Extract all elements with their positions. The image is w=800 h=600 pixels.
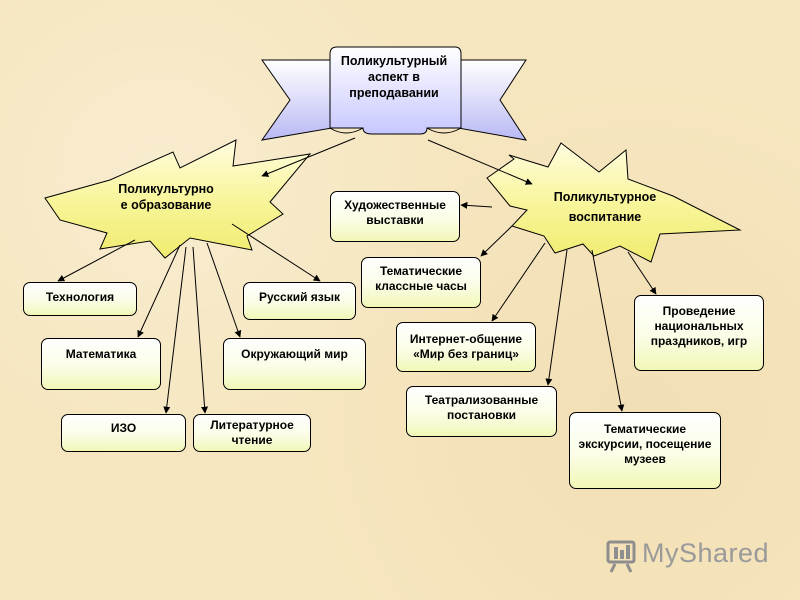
ribbon-left-tail [260,59,333,141]
ribbon-right-tail [457,59,528,141]
box-izo: ИЗО [61,414,186,452]
right-star-shape [486,142,742,263]
banner-ribbon [260,46,528,141]
arrow-to-russkiy [231,223,321,282]
banner-title: Поликультурный аспект в преподавании [340,54,448,100]
box-okruzhayushchiy-mir: Окружающий мир [223,338,366,390]
arrow-to-tekhnologiya [57,239,136,282]
arrow-to-matematika [137,244,181,338]
box-tekhnologiya: Технология [23,282,137,316]
arrow-to-teatr [545,249,568,386]
box-tematicheskie-ekskursii: Тематические экскурсии, посещение музеев [569,412,721,489]
box-russkiy-yazyk: Русский язык [243,282,356,320]
box-khudozhestvennye-vystavki: Художественные выставки [330,191,460,242]
arrow-to-internet [491,242,546,322]
box-teatralizovannye-postanovki: Театрализованные постановки [406,386,557,437]
arrow-to-ekskursii [591,249,625,412]
arrow-banner-right-star [427,139,533,185]
box-matematika: Математика [41,338,161,390]
arrow-banner-left-star [261,137,356,177]
box-tematicheskie-klassnye-chasy: Тематические классные часы [361,257,481,308]
arrow-to-klassnye-chasy [480,225,513,257]
arrow-to-vystavki [460,201,493,209]
left-star-shape [44,139,312,259]
right-star-label: Поликультурное воспитание [553,190,657,224]
arrow-to-literaturnoe [192,246,209,414]
arrow-to-prazdniki [627,251,657,295]
arrow-to-okruzhayushchiy [206,242,242,338]
scroll-curl-right [426,127,462,134]
left-star-label: Поликультурно е образование [118,182,214,212]
scroll-curl-left [329,127,364,134]
box-provedenie-prazdnikov: Проведение национальных праздников, игр [634,295,764,371]
box-internet-obshchenie: Интернет-общение «Мир без границ» [396,322,536,372]
box-literaturnoe-chtenie: Литературное чтение [193,414,311,452]
watermark-text: MyShared [642,538,770,568]
myshared-logo-icon [606,540,636,573]
arrow-to-izo [163,246,187,414]
